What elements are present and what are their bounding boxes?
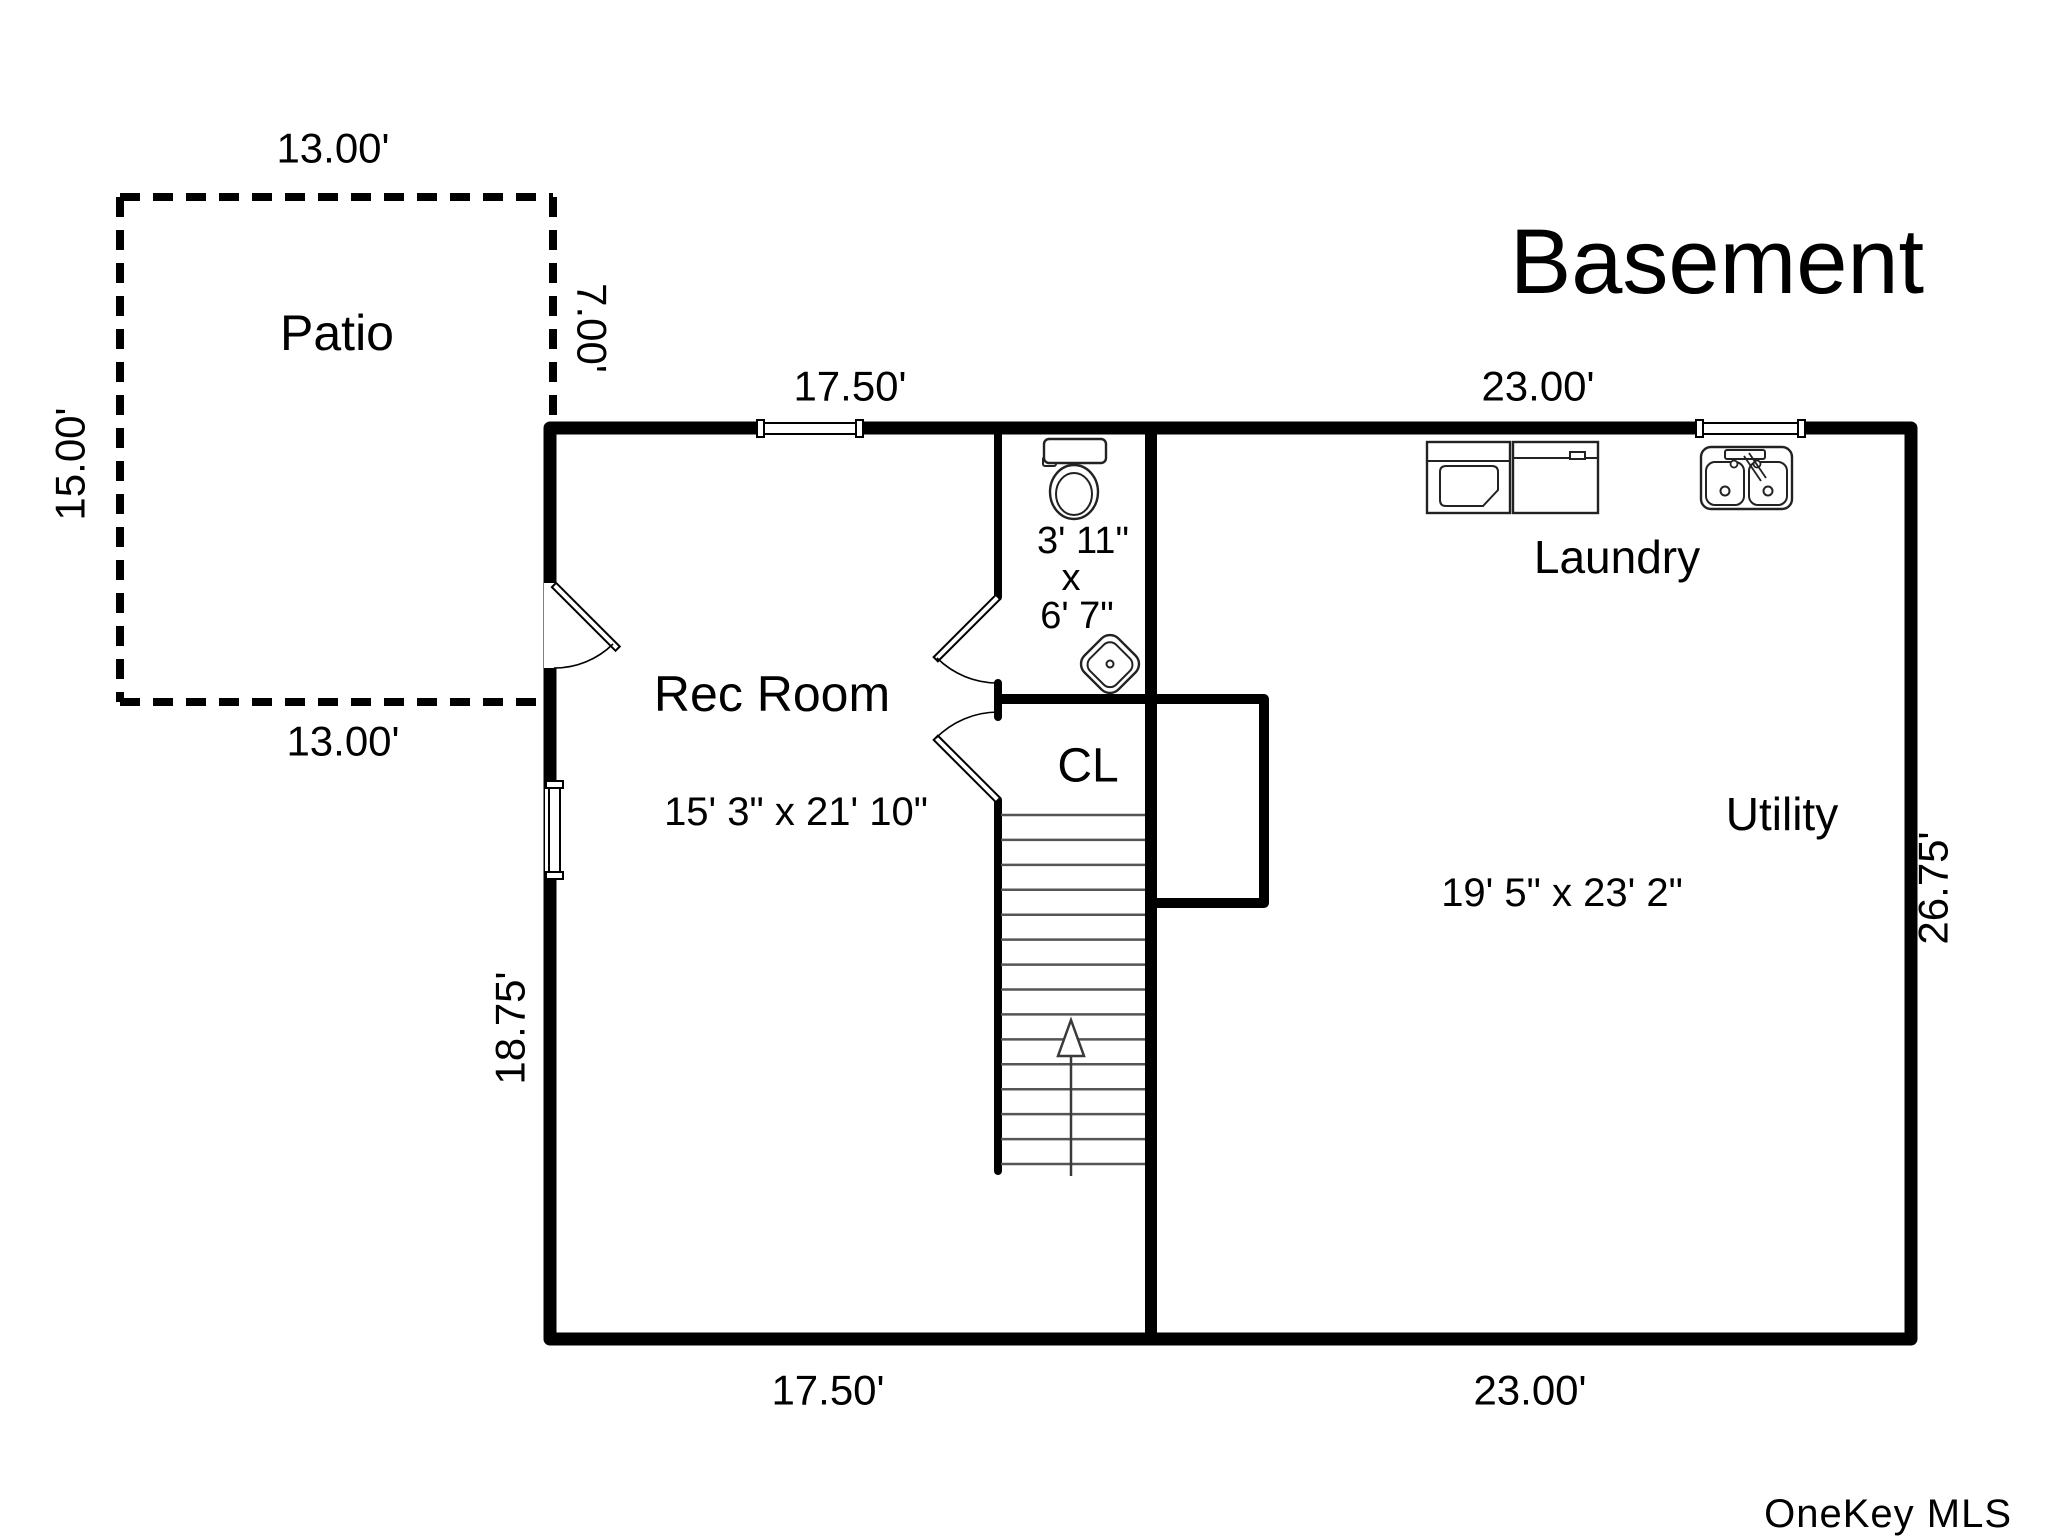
rec-room-window-icon <box>756 419 864 438</box>
up-arrow-icon <box>1056 1016 1086 1176</box>
bathroom-door-icon <box>932 593 1002 684</box>
watermark: OneKey MLS <box>1764 1492 2012 1536</box>
stair-treads <box>1001 813 1145 1166</box>
dim-utility-bottom: 23.00' <box>1473 1367 1586 1414</box>
stairs <box>1001 813 1145 1176</box>
utility-dims: 19' 5" x 23' 2" <box>1441 871 1683 915</box>
closet-label: CL <box>1057 740 1118 793</box>
dim-utility-top: 23.00' <box>1481 363 1594 410</box>
dim-utility-right: 26.75' <box>1910 831 1957 944</box>
dim-patio-bottom: 13.00' <box>286 718 399 765</box>
toilet-icon <box>1042 437 1108 521</box>
double-basin-sink-icon <box>1699 445 1794 511</box>
rec-room-entry-door-icon <box>550 581 622 669</box>
patio-label: Patio <box>280 305 394 361</box>
closet-door-icon <box>932 711 1002 804</box>
left-wall-window-icon <box>545 780 564 880</box>
washer-icon <box>1425 440 1512 515</box>
laundry-label: Laundry <box>1534 531 1700 583</box>
plan-title: Basement <box>1510 211 1924 313</box>
utility-label: Utility <box>1726 788 1838 840</box>
bathroom-dims-width: 3' 11" <box>1037 520 1129 562</box>
dim-recroom-left: 18.75' <box>487 971 534 1084</box>
bathroom-dims-sep: x <box>1062 557 1081 599</box>
dim-recroom-top: 17.50' <box>793 363 906 410</box>
bathroom-dims-length: 6' 7" <box>1040 595 1114 637</box>
rec-room-label: Rec Room <box>654 666 890 722</box>
closet-walls <box>995 694 1269 908</box>
dim-patio-top: 13.00' <box>276 125 389 172</box>
rec-room-dims: 15' 3" x 21' 10" <box>664 790 928 834</box>
bathroom-dims: 3' 11" x 6' 7" <box>1037 520 1129 637</box>
dim-patio-right: 7.00' <box>569 283 616 373</box>
exterior-walls <box>543 421 1918 1346</box>
laundry-window-icon <box>1695 419 1806 438</box>
dryer-icon <box>1511 440 1600 515</box>
dim-patio-left: 15.00' <box>47 407 94 520</box>
patio-outline <box>116 193 557 706</box>
dim-recroom-bottom: 17.50' <box>771 1367 884 1414</box>
sink-icon <box>1079 633 1141 695</box>
entry-door-opening <box>544 583 564 668</box>
